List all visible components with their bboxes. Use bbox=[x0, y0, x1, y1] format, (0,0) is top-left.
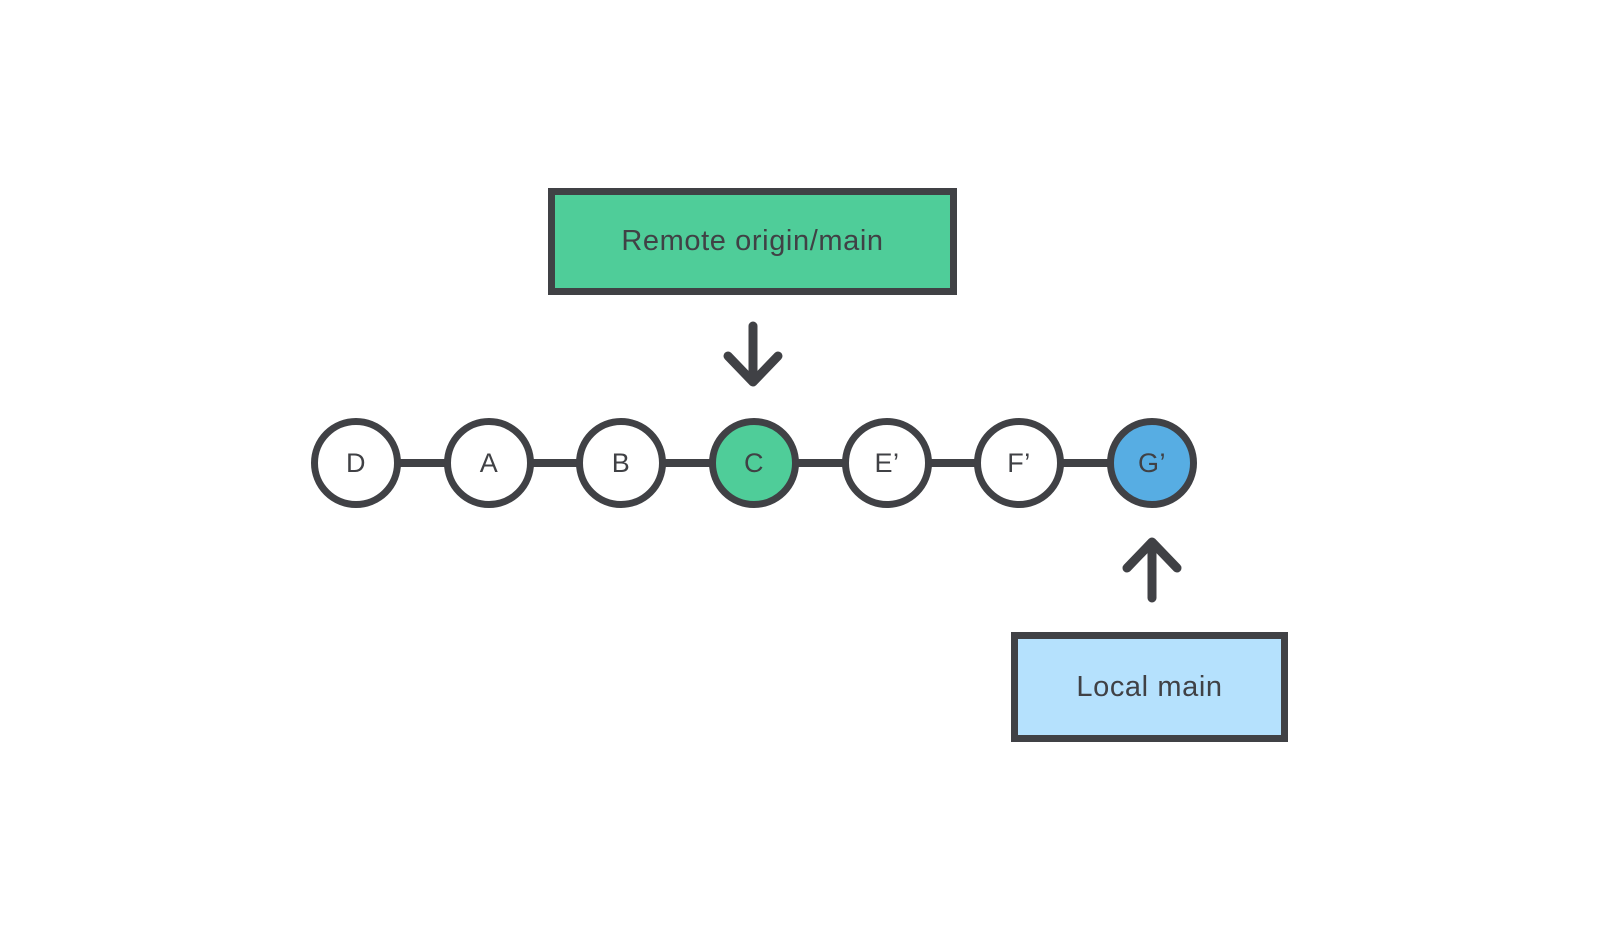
commit-label: B bbox=[611, 447, 631, 478]
remote-branch-label: Remote origin/main bbox=[621, 225, 884, 257]
commit-label: F’ bbox=[1007, 447, 1031, 478]
commit-node-d: D bbox=[311, 418, 401, 508]
commit-label: G’ bbox=[1138, 447, 1166, 478]
up-arrow-icon bbox=[1122, 537, 1182, 603]
local-branch-label: Local main bbox=[1076, 670, 1223, 703]
remote-branch-box: Remote origin/main bbox=[548, 188, 957, 295]
commit-node-f-prime: F’ bbox=[974, 418, 1064, 508]
commit-label: C bbox=[744, 447, 764, 478]
down-arrow-stroke bbox=[723, 321, 783, 387]
up-arrow-stroke bbox=[1122, 537, 1182, 603]
local-branch-box: Local main bbox=[1011, 632, 1288, 742]
commit-label: D bbox=[346, 447, 366, 478]
commit-node-a: A bbox=[444, 418, 534, 508]
down-arrow-icon bbox=[723, 321, 783, 387]
commit-node-e-prime: E’ bbox=[842, 418, 932, 508]
commit-node-g-prime: G’ bbox=[1107, 418, 1197, 508]
commit-node-c: C bbox=[709, 418, 799, 508]
commit-node-b: B bbox=[576, 418, 666, 508]
commit-label: E’ bbox=[874, 447, 900, 478]
commit-label: A bbox=[479, 447, 499, 478]
